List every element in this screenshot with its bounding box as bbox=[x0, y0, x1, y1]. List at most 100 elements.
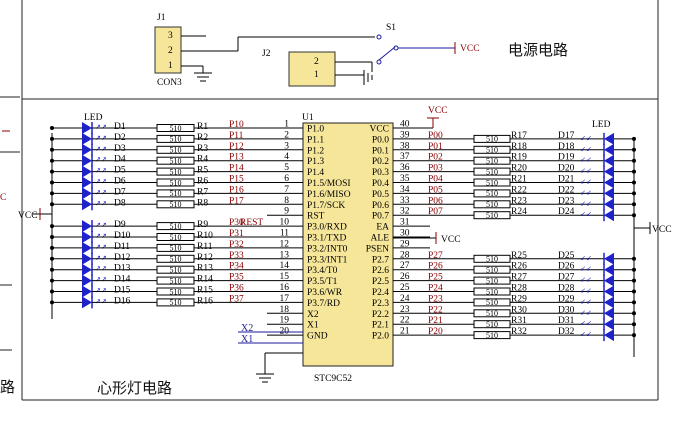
chip-pin-number: 8 bbox=[284, 196, 289, 206]
chip-pin-name: P1.5/MOSI bbox=[307, 179, 351, 189]
chip-pin-name: P3.0/RXD bbox=[307, 223, 347, 233]
resistor-value-label: 510 bbox=[170, 167, 182, 176]
chip-pin-number: 39 bbox=[400, 130, 410, 140]
chip-pin-name: P1.6/MISO bbox=[307, 190, 351, 200]
chip-pin-number: 15 bbox=[280, 272, 290, 282]
resistor-ref-label: R3 bbox=[197, 144, 208, 154]
left-led-label: LED bbox=[84, 113, 103, 123]
chip-pin-number: 29 bbox=[400, 239, 410, 249]
chip-pin-number: 18 bbox=[280, 305, 290, 315]
led-ref-label: D9 bbox=[114, 220, 126, 230]
resistor-ref-label: R20 bbox=[511, 164, 527, 174]
j2-connector bbox=[288, 51, 336, 87]
power-circuit: J1 3 2 1 CON3 J2 2 1 bbox=[154, 13, 568, 88]
led-ref-label: D17 bbox=[558, 131, 575, 141]
resistor-ref-label: R29 bbox=[511, 294, 527, 304]
net-label: P31 bbox=[229, 229, 244, 239]
net-label: P22 bbox=[428, 305, 443, 315]
led-diode-icon bbox=[82, 296, 92, 309]
chip-pin-number: 33 bbox=[400, 196, 410, 206]
led-diode-icon bbox=[82, 263, 92, 276]
junction-dot bbox=[632, 311, 636, 316]
resistor-value-label: 510 bbox=[170, 287, 182, 296]
led-diode-icon bbox=[82, 187, 92, 200]
led-diode-icon bbox=[604, 209, 614, 222]
net-label: P04 bbox=[428, 175, 443, 185]
resistor-ref-label: R23 bbox=[511, 196, 527, 206]
led-diode-icon bbox=[604, 318, 614, 331]
led-ref-label: D7 bbox=[114, 187, 126, 197]
chip-pin-number: 23 bbox=[400, 305, 410, 315]
junction-dot bbox=[632, 300, 636, 305]
led-ref-label: D26 bbox=[558, 262, 575, 272]
chip-pin-name: P2.0 bbox=[372, 332, 389, 342]
chip-pin-name: P0.0 bbox=[372, 135, 389, 145]
resistor-value-label: 510 bbox=[486, 178, 498, 187]
led-diode-icon bbox=[82, 132, 92, 145]
resistor-ref-label: R13 bbox=[197, 264, 213, 274]
led-emission-icon: ↙↙ bbox=[580, 276, 592, 284]
power-section-title: 电源电路 bbox=[508, 41, 568, 59]
led-ref-label: D13 bbox=[114, 264, 131, 274]
resistor-ref-label: R22 bbox=[511, 185, 527, 195]
resistor-value-label: 510 bbox=[486, 320, 498, 329]
net-label: P30 bbox=[229, 218, 244, 228]
chip-pin-number: 13 bbox=[280, 250, 290, 260]
chip-pin-name: P3.3/INT1 bbox=[307, 255, 348, 265]
led-emission-icon: ↗↗ bbox=[95, 123, 107, 131]
resistor-ref-label: R32 bbox=[511, 327, 527, 337]
chip-pin-name: PSEN bbox=[366, 244, 389, 254]
chip-pin-name: P3.1/TXD bbox=[307, 234, 346, 244]
resistor-ref-label: R5 bbox=[197, 166, 208, 176]
net-label: P17 bbox=[229, 196, 244, 206]
left-vcc-label: VCC bbox=[18, 211, 38, 221]
j1-pin-3: 3 bbox=[168, 31, 173, 41]
net-label: P05 bbox=[428, 185, 443, 195]
resistor-value-label: 510 bbox=[170, 157, 182, 166]
mcu-ref-label: U1 bbox=[302, 113, 314, 123]
chip-pin-number: 19 bbox=[280, 316, 290, 326]
chip-pin-number: 3 bbox=[284, 141, 289, 151]
chip-pin-number: 16 bbox=[280, 283, 290, 293]
led-diode-icon bbox=[82, 274, 92, 287]
power-vcc-label: VCC bbox=[460, 44, 480, 54]
led-ref-label: D14 bbox=[114, 275, 131, 285]
chip-pin-name: P0.1 bbox=[372, 146, 389, 156]
net-label: P25 bbox=[428, 273, 443, 283]
led-diode-icon bbox=[82, 285, 92, 298]
led-diode-icon bbox=[604, 252, 614, 265]
resistor-value-label: 510 bbox=[486, 157, 498, 166]
led-diode-icon bbox=[82, 165, 92, 178]
resistor-value-label: 510 bbox=[170, 298, 182, 307]
led-emission-icon: ↗↗ bbox=[95, 199, 107, 207]
junction-dot bbox=[632, 169, 636, 174]
led-diode-icon bbox=[604, 132, 614, 145]
j1-pin-1: 1 bbox=[168, 61, 173, 71]
resistor-value-label: 510 bbox=[170, 266, 182, 275]
mcu-chip-body bbox=[302, 122, 394, 367]
chip-pin-name: GND bbox=[307, 332, 328, 342]
led-diode-icon bbox=[604, 263, 614, 276]
resistor-value-label: 510 bbox=[486, 287, 498, 296]
resistor-ref-label: R18 bbox=[511, 142, 527, 152]
x1-net-label: X1 bbox=[241, 334, 253, 345]
led-emission-icon: ↙↙ bbox=[580, 254, 592, 262]
junction-dot bbox=[632, 136, 636, 141]
chip-pin-name: P1.1 bbox=[307, 135, 324, 145]
chip-pin-number: 27 bbox=[400, 261, 410, 271]
junction-dot bbox=[632, 267, 636, 272]
net-label: P13 bbox=[229, 153, 244, 163]
chip-pin-number: 22 bbox=[400, 316, 410, 326]
resistor-ref-label: R10 bbox=[197, 231, 213, 241]
chip-pin-name: ALE bbox=[371, 234, 390, 244]
net-label: P23 bbox=[428, 294, 443, 304]
